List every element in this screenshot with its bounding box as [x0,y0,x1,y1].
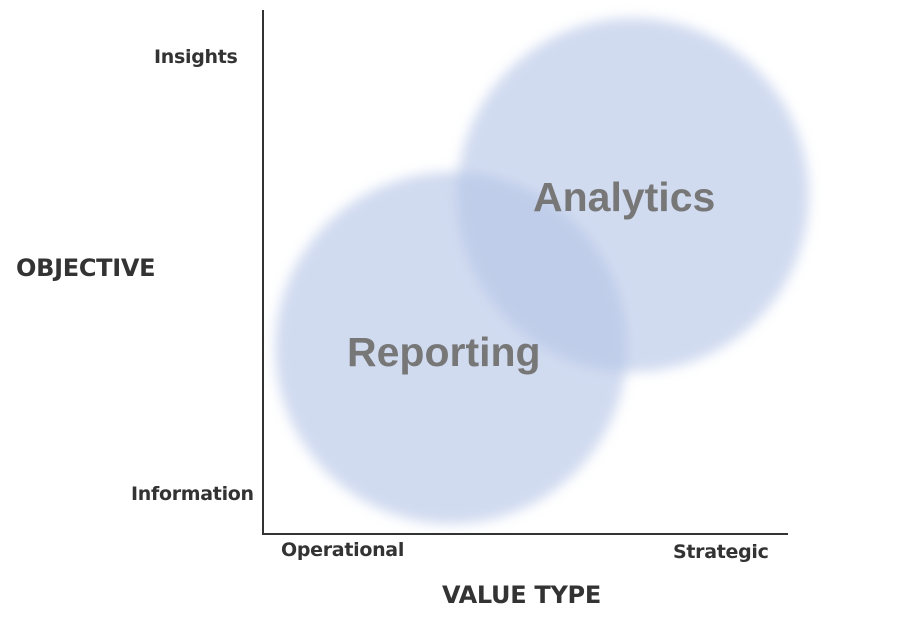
analytics-label: Analytics [533,174,716,220]
x-axis-left-label: Operational [281,539,405,561]
reporting-label: Reporting [347,329,541,375]
x-axis-line [262,533,788,535]
x-axis-title: VALUE TYPE [442,581,601,609]
x-axis-right-label: Strategic [673,541,769,563]
y-axis-top-label: Insights [154,46,238,68]
y-axis-line [262,10,264,535]
analytics-circle [457,18,809,372]
y-axis-bottom-label: Information [131,483,254,505]
y-axis-title: OBJECTIVE [16,254,156,282]
